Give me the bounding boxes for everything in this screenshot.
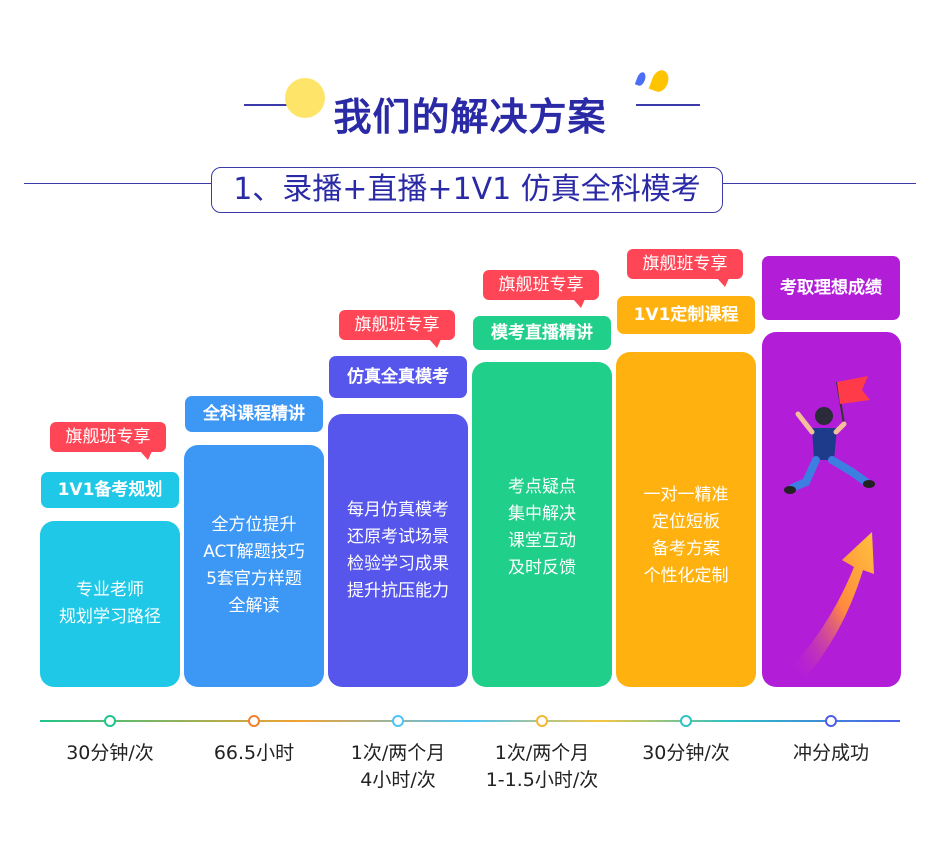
- title-decor-dot: [285, 78, 325, 118]
- step-card-2: 全方位提升 ACT解题技巧 5套官方样题 全解读: [184, 445, 324, 687]
- step-2-line-1: 全方位提升: [211, 515, 297, 535]
- timeline-dot-6: [825, 715, 837, 727]
- flagship-tag-5: 旗舰班专享: [627, 249, 743, 287]
- duration-5-line-1: 30分钟/次: [642, 742, 730, 764]
- step-card-4: 考点疑点 集中解决 课堂互动 及时反馈: [472, 362, 612, 687]
- duration-6-line-1: 冲分成功: [792, 742, 869, 764]
- step-4-line-2: 集中解决: [508, 504, 576, 524]
- subtitle: 1、录播+直播+1V1 仿真全科模考: [233, 172, 701, 207]
- duration-3-line-1: 1次/两个月: [350, 742, 446, 764]
- title-decor-drop-blue: [634, 71, 648, 87]
- person-head: [815, 407, 833, 425]
- step-5-line-2: 定位短板: [652, 512, 720, 532]
- subtitle-left-line: [24, 183, 212, 184]
- step-title-5: 1V1定制课程: [617, 296, 755, 334]
- step-5-line-1: 一对一精准: [643, 485, 729, 505]
- step-title-3: 仿真全真模考: [329, 356, 467, 398]
- step-title-6: 考取理想成绩: [762, 256, 900, 320]
- step-5-line-4: 个性化定制: [643, 566, 729, 586]
- step-4-line-4: 及时反馈: [508, 558, 576, 578]
- timeline-dot-3: [392, 715, 404, 727]
- title-decor-drop-yellow: [648, 67, 672, 95]
- step-title-2: 全科课程精讲: [185, 396, 323, 432]
- step-3-line-3: 检验学习成果: [347, 553, 449, 574]
- step-card-6: [762, 332, 901, 687]
- duration-1: 30分钟/次: [40, 740, 180, 767]
- subtitle-frame: [211, 167, 723, 213]
- title-right-line: [636, 104, 700, 106]
- step-4-line-1: 考点疑点: [508, 477, 576, 497]
- flagship-tag-3: 旗舰班专享: [339, 310, 455, 348]
- duration-2: 66.5小时: [184, 740, 324, 767]
- duration-5: 30分钟/次: [616, 740, 756, 767]
- step-2-line-3: 5套官方样题: [206, 569, 302, 589]
- step-card-5: 一对一精准 定位短板 备考方案 个性化定制: [616, 352, 756, 687]
- timeline-dot-2: [248, 715, 260, 727]
- step-3-line-2: 还原考试场景: [347, 526, 449, 547]
- duration-1-line-1: 30分钟/次: [66, 742, 154, 764]
- step-3-line-1: 每月仿真模考: [347, 499, 449, 520]
- page-title: 我们的解决方案: [333, 95, 607, 139]
- step-2-line-2: ACT解题技巧: [203, 542, 305, 562]
- step-title-1: 1V1备考规划: [41, 472, 179, 508]
- step-2-line-4: 全解读: [228, 596, 280, 616]
- flag-icon: [837, 376, 870, 404]
- timeline-line: [40, 720, 900, 722]
- duration-2-line-1: 66.5小时: [213, 742, 295, 764]
- step-card-3: 每月仿真模考 还原考试场景 检验学习成果 提升抗压能力: [328, 414, 468, 687]
- step-1-line-1: 专业老师: [76, 580, 144, 600]
- step-3-line-4: 提升抗压能力: [347, 580, 449, 601]
- duration-6: 冲分成功: [761, 740, 901, 767]
- subtitle-right-line: [722, 183, 916, 184]
- step-4-line-3: 课堂互动: [508, 531, 576, 551]
- step-1-line-2: 规划学习路径: [59, 607, 161, 627]
- timeline-dot-5: [680, 715, 692, 727]
- step-card-1: 专业老师 规划学习路径: [40, 521, 180, 687]
- flagship-tag-1: 旗舰班专享: [50, 422, 166, 460]
- timeline-dot-1: [104, 715, 116, 727]
- duration-3-line-2: 4小时/次: [360, 769, 436, 791]
- duration-4: 1次/两个月 1-1.5小时/次: [472, 740, 612, 794]
- flagship-tag-4: 旗舰班专享: [483, 270, 599, 308]
- step-title-4: 模考直播精讲: [473, 316, 611, 350]
- duration-4-line-2: 1-1.5小时/次: [485, 769, 599, 791]
- duration-4-line-1: 1次/两个月: [494, 742, 590, 764]
- success-illustration: [784, 376, 875, 677]
- rising-arrow-icon: [792, 532, 874, 677]
- timeline-dot-4: [536, 715, 548, 727]
- duration-3: 1次/两个月 4小时/次: [328, 740, 468, 794]
- step-5-line-3: 备考方案: [652, 539, 720, 559]
- title-left-line: [244, 104, 304, 106]
